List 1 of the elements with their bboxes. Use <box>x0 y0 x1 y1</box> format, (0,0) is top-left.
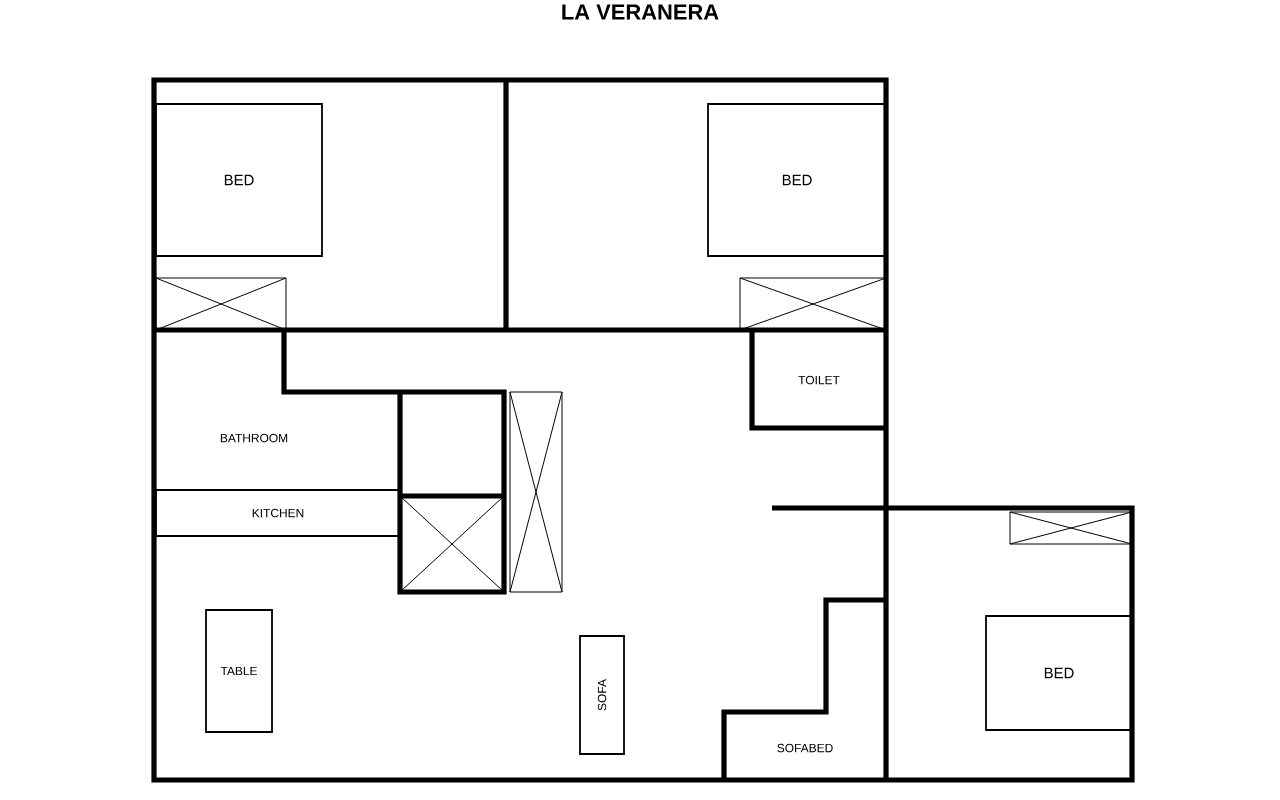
title: LA VERANERA <box>562 4 719 20</box>
